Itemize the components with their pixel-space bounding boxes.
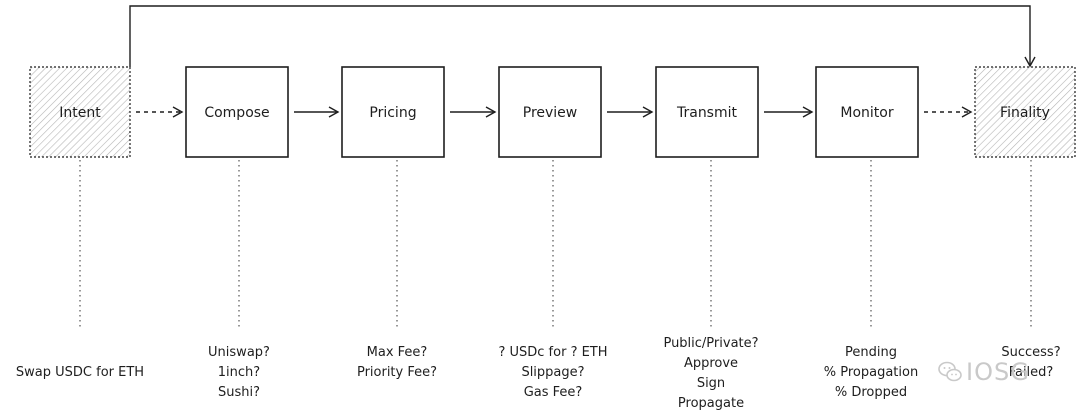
connector-intent-compose <box>136 106 184 118</box>
arrowhead <box>485 106 497 118</box>
arrowhead <box>642 106 654 118</box>
note-line: Success? <box>1001 345 1060 360</box>
stage-label-compose: Compose <box>204 105 269 121</box>
stage-box-finality <box>974 66 1076 158</box>
note-line: Uniswap? <box>208 345 270 360</box>
stage-box-monitor <box>815 66 919 158</box>
connector-compose-pricing <box>294 106 340 118</box>
note-line: Swap USDC for ETH <box>16 365 144 380</box>
note-line: Approve <box>684 356 738 371</box>
note-pricing: Max Fee? Priority Fee? <box>357 160 437 380</box>
arrowhead <box>1024 56 1036 68</box>
stage-label-intent: Intent <box>59 105 101 121</box>
arrowhead <box>328 106 340 118</box>
connectors <box>129 5 1036 118</box>
stage-box-compose <box>185 66 289 158</box>
note-line: Failed? <box>1009 365 1054 380</box>
connector-preview-transmit <box>607 106 654 118</box>
stage-box-intent <box>29 66 131 158</box>
stage-pricing: Pricing <box>341 66 445 158</box>
note-line: Public/Private? <box>663 336 758 351</box>
stage-monitor: Monitor <box>815 66 919 158</box>
stage-compose: Compose <box>185 66 289 158</box>
connector-monitor-finality <box>924 106 973 118</box>
note-line: Gas Fee? <box>524 385 583 400</box>
stage-label-monitor: Monitor <box>840 105 893 121</box>
stage-box-pricing <box>341 66 445 158</box>
watermark: IOSG <box>938 358 1030 386</box>
note-line: % Propagation <box>824 365 918 380</box>
arrowhead <box>172 106 184 118</box>
note-line: ? USDc for ? ETH <box>498 345 607 360</box>
stage-intent: Intent <box>29 66 131 158</box>
note-finality: Success? Failed? <box>1001 160 1061 380</box>
connector-line <box>129 5 1031 67</box>
note-line: 1inch? <box>218 365 260 380</box>
watermark-text: IOSG <box>966 358 1030 386</box>
stages: Intent Compose Pricing Preview Transmit Monit… <box>29 66 1076 158</box>
note-line: Sushi? <box>218 385 260 400</box>
connector-pricing-preview <box>450 106 497 118</box>
connector-transmit-monitor <box>764 106 814 118</box>
stage-box-transmit <box>655 66 759 158</box>
note-line: Priority Fee? <box>357 365 437 380</box>
note-line: Sign <box>697 376 725 391</box>
note-line: % Dropped <box>835 385 907 400</box>
wechat-icon <box>938 361 962 382</box>
notes: Swap USDC for ETH Uniswap? 1inch? Sushi? Max… <box>16 160 1061 411</box>
arrowhead <box>802 106 814 118</box>
note-line: Slippage? <box>521 365 584 380</box>
stage-label-finality: Finality <box>1000 105 1050 121</box>
stage-box-preview <box>498 66 602 158</box>
stage-finality: Finality <box>974 66 1076 158</box>
stage-preview: Preview <box>498 66 602 158</box>
note-line: Max Fee? <box>367 345 428 360</box>
note-compose: Uniswap? 1inch? Sushi? <box>208 160 270 400</box>
arrowhead <box>961 106 973 118</box>
note-preview: ? USDc for ? ETH Slippage? Gas Fee? <box>498 160 608 400</box>
note-line: Propagate <box>678 396 744 411</box>
note-intent: Swap USDC for ETH <box>16 160 144 380</box>
stage-transmit: Transmit <box>655 66 759 158</box>
note-line: Pending <box>845 345 897 360</box>
note-monitor: Pending % Propagation % Dropped <box>824 160 918 400</box>
stage-label-preview: Preview <box>523 105 578 121</box>
connector-intent-finality <box>129 5 1036 68</box>
stage-label-pricing: Pricing <box>369 105 416 121</box>
stage-label-transmit: Transmit <box>676 105 738 121</box>
